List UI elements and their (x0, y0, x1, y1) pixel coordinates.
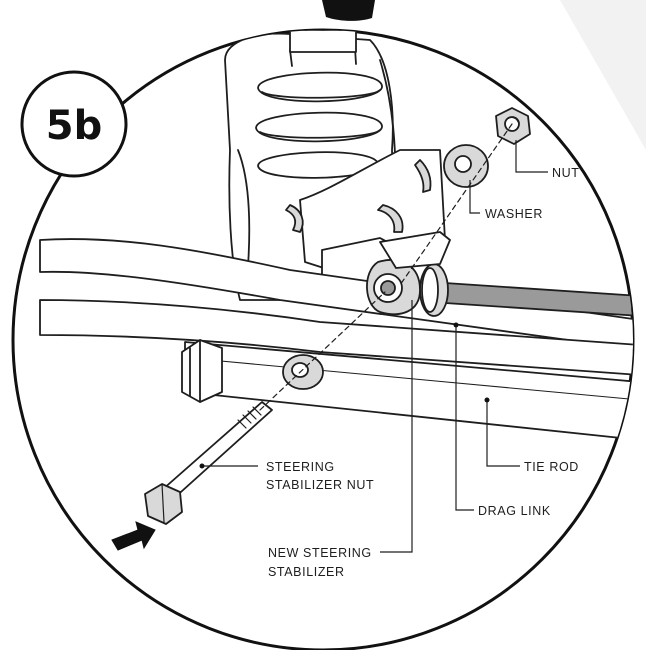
step-badge-label: 5b (46, 103, 102, 149)
label-steering-stabilizer-nut-line2: STABILIZER NUT (266, 478, 374, 492)
stabilizer-bolt (144, 401, 273, 525)
label-steering-stabilizer-nut-line1: STEERING (266, 460, 335, 474)
background-stripe (560, 0, 646, 150)
bracket-slot-1 (414, 159, 432, 193)
leader-new-steering-stabilizer (380, 300, 413, 553)
leader-nut (515, 140, 548, 173)
coil-spring (255, 30, 383, 179)
label-new-steering-stabilizer-line1: NEW STEERING (268, 546, 372, 560)
arrow-right-icon (111, 521, 156, 551)
leader-dot-stabilizer-nut (199, 463, 205, 469)
upper-washer (443, 144, 489, 188)
stabilizer-collar-face (421, 267, 439, 313)
upper-bracket-plate (379, 231, 451, 269)
lower-washer (282, 354, 324, 390)
leader-washer (469, 180, 480, 214)
tie-rod-adjuster (181, 339, 223, 403)
frame-bar (39, 238, 633, 351)
assembly-line-upper (399, 123, 513, 286)
step-badge: 5b (20, 70, 128, 178)
label-new-steering-stabilizer-line2: STABILIZER (268, 565, 345, 579)
leader-tie-rod (486, 400, 520, 467)
strap-shape (322, 0, 375, 21)
leader-dot-tie-rod (484, 397, 490, 403)
leader-drag-link (455, 325, 474, 511)
bracket-slot-2 (377, 204, 404, 233)
mechanical-parts (39, 30, 633, 525)
stabilizer-end-cap (631, 279, 633, 333)
leader-dot-drag-link (453, 322, 459, 328)
step-badge-icon (20, 70, 128, 178)
drag-link-bar (39, 299, 633, 376)
label-washer: WASHER (485, 207, 543, 221)
bracket-slot-3 (285, 204, 304, 233)
label-tie-rod: TIE ROD (524, 460, 579, 474)
tie-rod-highlight (209, 359, 633, 401)
label-nut: NUT (552, 166, 580, 180)
assembly-line-lower (259, 291, 386, 411)
label-drag-link: DRAG LINK (478, 504, 551, 518)
